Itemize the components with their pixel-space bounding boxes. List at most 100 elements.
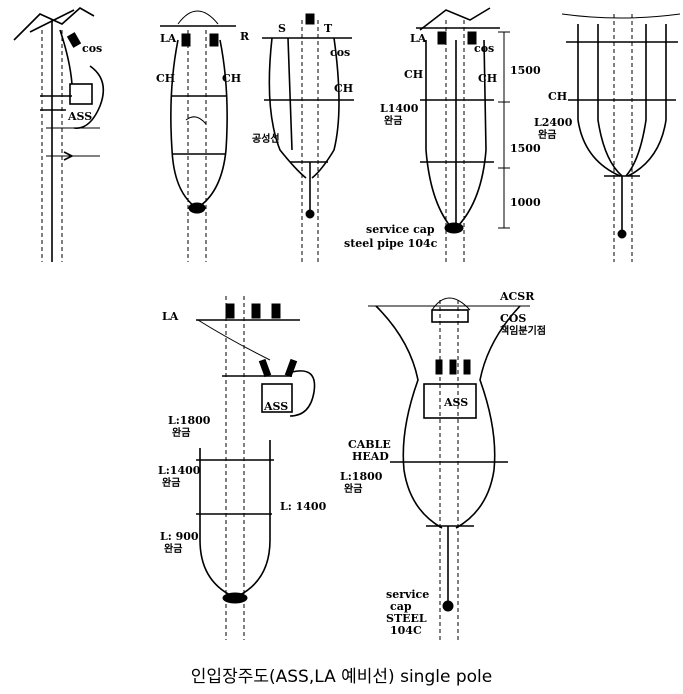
insulator: [225, 303, 235, 319]
label-steel: STEEL: [386, 612, 427, 625]
phase-wire: [597, 24, 623, 177]
phase-wire: [199, 448, 233, 597]
insulator: [251, 303, 261, 319]
arrow-head: [63, 151, 74, 161]
ass-switch-box: [261, 383, 293, 413]
cos-fuse: [258, 358, 272, 378]
service-cap: [444, 222, 464, 234]
phase-wire: [237, 440, 271, 597]
label-dim-1000: 1000: [510, 196, 541, 209]
service-cap: [188, 202, 206, 214]
cos-fuse: [66, 32, 82, 48]
top-wire: [431, 297, 471, 311]
label-ch-right: CH: [478, 72, 497, 85]
label-cos: cos: [330, 46, 350, 59]
label-arm-l1400: L:1400: [158, 464, 201, 477]
ass-switch-box: [69, 83, 93, 105]
insulator: [463, 359, 471, 375]
label-la: LA: [410, 32, 427, 45]
label-service: service: [386, 588, 429, 601]
la-arrester: [181, 33, 191, 47]
lead-wire-loop: [73, 65, 105, 129]
crossarm-brace: [29, 9, 75, 33]
label-cap: cap: [390, 600, 412, 613]
figure-5-pole-wide: CH L2400 완금: [534, 13, 681, 262]
label-ass: ASS: [443, 396, 468, 409]
phase-wire: [425, 40, 451, 227]
label-ch: CH: [548, 90, 567, 103]
insulator: [305, 13, 315, 25]
label-ch-left: CH: [156, 72, 175, 85]
phase-wire: [627, 24, 667, 177]
phase-wire: [625, 24, 647, 177]
label-cos-kr: 책임분기점: [500, 324, 546, 337]
phase-r: [268, 37, 307, 179]
label-cable: CABLE: [348, 438, 391, 451]
insulator: [435, 359, 443, 375]
lead-wire: [59, 29, 73, 85]
label-la: LA: [160, 32, 177, 45]
label-arm1-kr: 완금: [172, 426, 190, 439]
label-ass: ASS: [263, 400, 288, 413]
figure-1-pole-side: cos ASS: [13, 7, 105, 262]
phase-wire: [170, 39, 195, 207]
label-arm-kr: 완금: [538, 128, 556, 141]
phase-s: [287, 37, 293, 151]
service-cap: [222, 592, 248, 604]
label-cos: cos: [82, 42, 102, 55]
phase-wire: [199, 39, 228, 207]
cos-fuse: [284, 358, 298, 378]
loop-wire: [185, 116, 207, 125]
label-pipe: 104C: [390, 624, 422, 637]
phase-wire: [577, 24, 621, 177]
label-arm4-kr: 완금: [164, 542, 182, 555]
crossarm-top: [419, 7, 491, 31]
label-s: S: [278, 22, 286, 35]
label-neutral: 공성선: [252, 132, 280, 145]
top-wire: [177, 10, 219, 25]
service-cap: [442, 600, 454, 612]
cos-mount: [431, 309, 469, 323]
label-arm-l1400-right: L: 1400: [280, 500, 327, 513]
phase-wire: [455, 305, 521, 529]
phase-wire: [375, 305, 443, 529]
label-arm-l1800: L:1800: [340, 470, 383, 483]
label-acsr: ACSR: [499, 290, 535, 303]
phase-t: [311, 37, 340, 179]
label-cos: cos: [474, 42, 494, 55]
label-r: R: [240, 30, 250, 43]
label-arm-l1400: L1400: [380, 102, 419, 115]
figure-4-pole-dimensions: LA cos CH CH 1500 1500 1000 L1400 완금 ser…: [344, 7, 541, 262]
la-lead: [197, 319, 271, 361]
insulator: [449, 359, 457, 375]
figure-6-pole-ass: LA ASS L:1800 완금 L:1400 완금 L: 1400 L: 90…: [158, 296, 327, 640]
cos-fuse: [467, 31, 477, 45]
label-service-cap: service cap: [366, 223, 435, 236]
label-arm-l900: L: 900: [160, 530, 199, 543]
label-ch-right: CH: [222, 72, 241, 85]
label-ass: ASS: [67, 110, 92, 123]
label-cos: COS: [500, 312, 526, 325]
label-t: T: [324, 22, 333, 35]
service-cap: [305, 209, 315, 219]
insulator: [271, 303, 281, 319]
label-arm-l1800: L:1800: [168, 414, 211, 427]
figure-7-pole-cable-head: ACSR COS 책임분기점 ASS CABLE HEAD L:1800 완금 …: [340, 290, 546, 640]
label-arm-kr: 완금: [344, 482, 362, 495]
label-ch-left: CH: [404, 68, 423, 81]
crossarm-top: [13, 7, 95, 41]
figure-3-pole-rst: R S T cos CH 공성선: [240, 13, 354, 262]
figure-caption: 인입장주도(ASS,LA 예비선) single pole: [190, 667, 493, 687]
label-dim-1500-a: 1500: [510, 64, 541, 77]
la-arrester: [209, 33, 219, 47]
label-steel-pipe: steel pipe 104c: [344, 237, 438, 250]
label-arm-kr: 완금: [384, 114, 402, 127]
label-ch: CH: [334, 82, 353, 95]
phase-wire: [457, 39, 487, 227]
ass-switch-box: [423, 383, 477, 419]
label-head: HEAD: [352, 450, 389, 463]
label-arm-l2400: L2400: [534, 116, 573, 129]
lead-wire-loop: [289, 370, 316, 417]
